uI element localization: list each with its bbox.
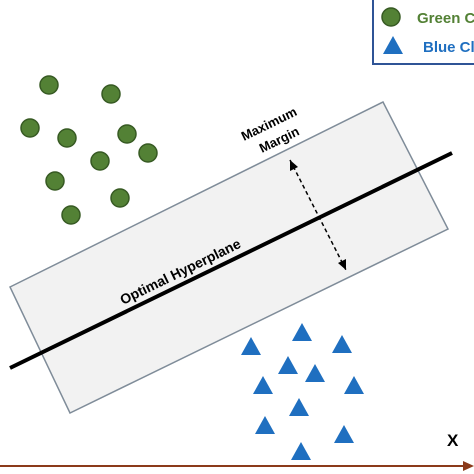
green-point [138,143,158,163]
green-point [20,118,40,138]
green-point [57,128,77,148]
x-axis-arrowhead-icon [463,461,474,471]
optimal-hyperplane-line [9,151,453,370]
green-point [101,84,121,104]
margin-arrow-head-bottom-icon [338,259,346,270]
green-point [61,205,81,225]
green-point [39,75,59,95]
margin-band [9,100,450,415]
legend-label-green: Green C [417,10,474,27]
margin-arrow-head-top-icon [290,160,298,171]
blue-point [332,335,352,353]
blue-point [305,364,325,382]
blue-point [253,376,273,394]
green-point [45,171,65,191]
blue-point [292,323,312,341]
green-class-points [20,75,158,225]
blue-point [289,398,309,416]
legend-blue-triangle-icon [383,36,403,54]
blue-class-points [241,323,364,460]
green-point [117,124,137,144]
blue-point [291,442,311,460]
blue-point [241,337,261,355]
x-axis: X [0,431,474,471]
legend-label-blue: Blue Cl [423,39,474,56]
blue-point [255,416,275,434]
green-point [90,151,110,171]
x-axis-label: X [447,431,459,450]
blue-point [278,356,298,374]
legend-green-circle-icon [381,7,401,27]
green-point [110,188,130,208]
blue-point [334,425,354,443]
maximum-margin-arrow [289,159,347,271]
blue-point [344,376,364,394]
legend: Green C Blue Cl [372,0,474,65]
